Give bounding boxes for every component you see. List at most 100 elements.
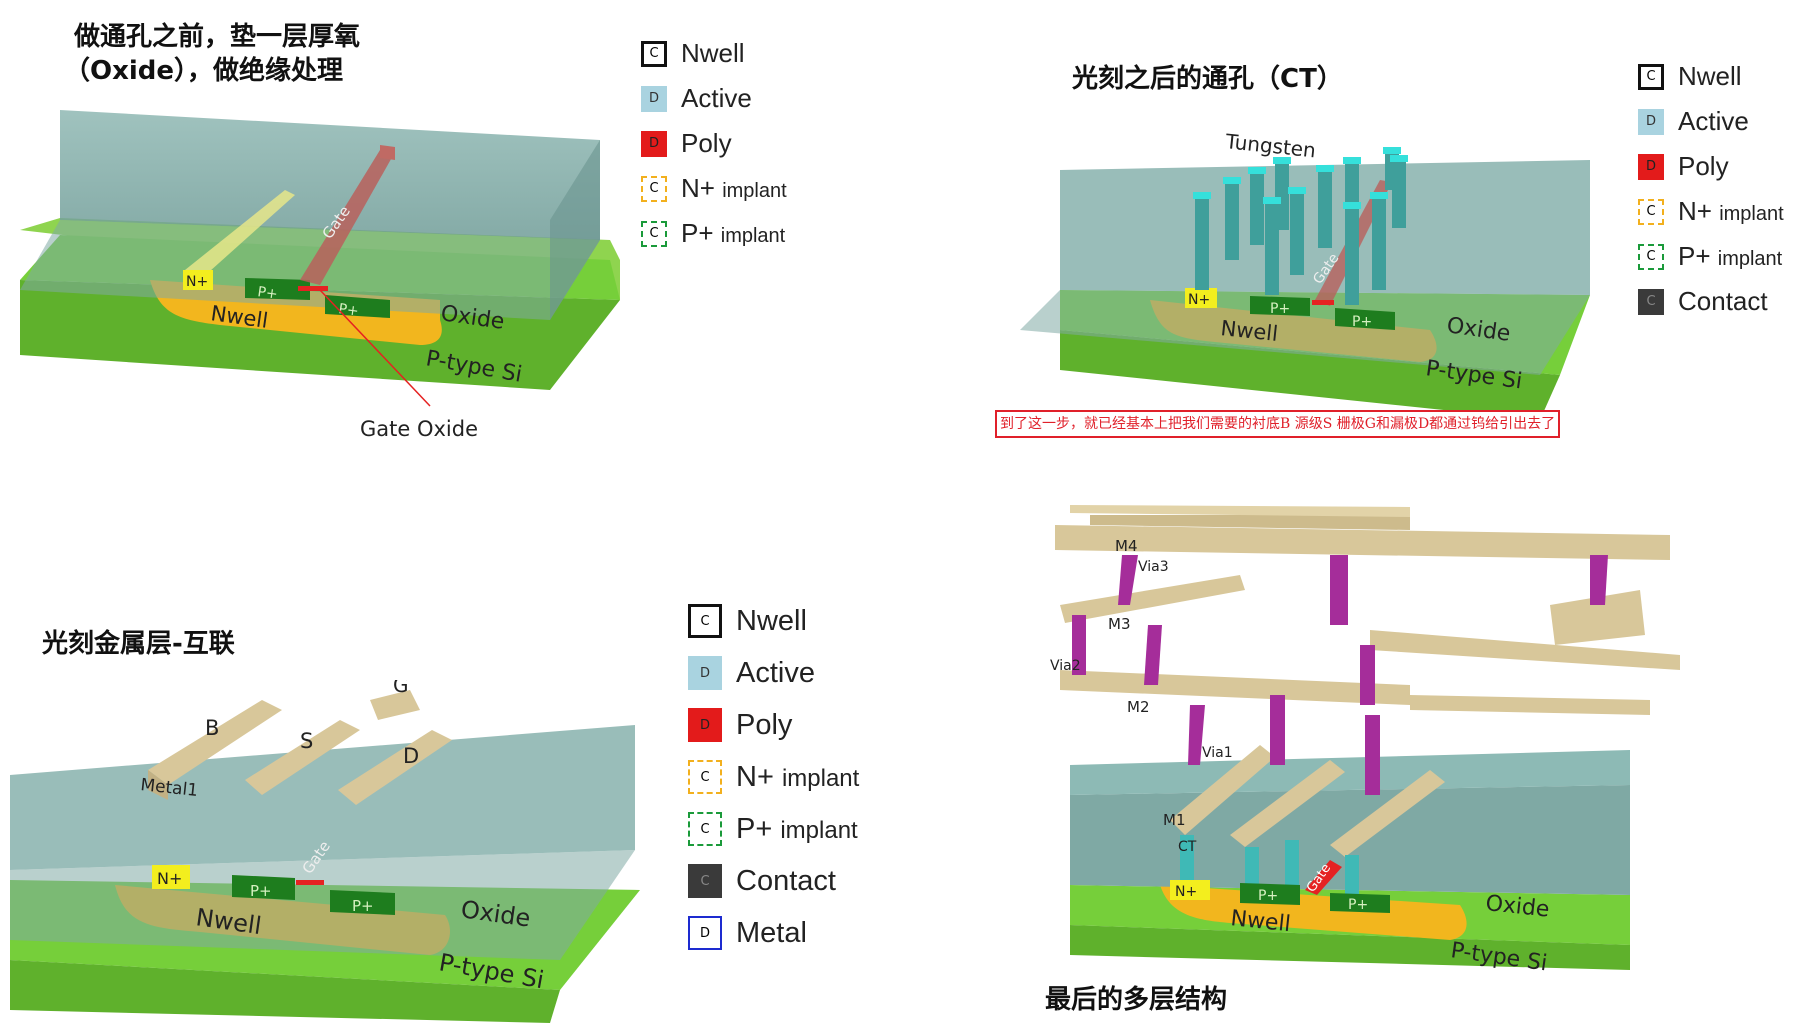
gate-oxide-line (298, 286, 328, 291)
legend-label: Active (736, 656, 815, 689)
panel2-diagram: N+ P+ P+ Gate Tungsten Nwell Oxide P-typ… (1020, 129, 1590, 420)
legend-item-pplus: C P+ implant (641, 211, 787, 256)
via2-label: Via2 (1050, 658, 1081, 674)
panel2-title: 光刻之后的通孔（CT） (1072, 64, 1343, 94)
metal1-bars (148, 690, 452, 805)
m3-label: M3 (1108, 615, 1131, 633)
metal-swatch: D (688, 916, 722, 950)
pplus-right (1330, 893, 1390, 913)
contact-swatch: C (1638, 288, 1664, 315)
poly-swatch: D (641, 130, 667, 157)
m1-label: M1 (1163, 811, 1186, 829)
via (1360, 645, 1375, 705)
tungsten-label: Tungsten (1223, 129, 1316, 162)
legend-label: P+ implant (736, 812, 858, 845)
legend-label: Active (681, 83, 752, 113)
panel1-diagram: N+ P+ P+ Gate Nwell Oxide P-type Si Gate… (20, 110, 620, 441)
g-label: G (393, 680, 409, 697)
legend-item-nwell: C Nwell (688, 595, 859, 647)
pplus-right (1335, 308, 1395, 330)
panel4-title: 最后的多层结构 (1045, 985, 1228, 1015)
metal-bar-d (338, 730, 452, 805)
panel3-diagram: N+ P+ P+ Gate B S D G Metal1 Nwell Oxide… (10, 680, 640, 1023)
legend-label: N+ implant (1678, 196, 1784, 226)
poly-swatch: D (688, 708, 722, 742)
legend-item-active: D Active (641, 76, 787, 121)
legend-label: Poly (681, 128, 732, 158)
legend-label: Metal (736, 916, 807, 949)
nplus-swatch: C (1638, 198, 1664, 225)
legend-label: Nwell (736, 604, 807, 637)
nwell-swatch: C (688, 604, 722, 638)
gate-oxide-label: Gate Oxide (360, 417, 478, 441)
contact-pillar (1225, 180, 1239, 260)
m4-layer (1055, 525, 1670, 560)
panel4-diagram: N+ P+ P+ Gate M4 Via3 M3 Via2 M2 Via1 M1… (1050, 505, 1680, 976)
contact-pillar (1265, 200, 1279, 295)
pplus-left-label: P+ (250, 882, 272, 900)
legend-label: N+ implant (736, 760, 860, 793)
active-swatch: D (688, 656, 722, 690)
tungsten-caps (1193, 147, 1408, 209)
legend-item-nwell: C Nwell (1638, 54, 1784, 99)
pplus-left-label: P+ (1270, 301, 1290, 317)
pplus-left (1240, 883, 1300, 905)
legend-label: N+ implant (681, 173, 787, 203)
d-label: D (403, 744, 419, 768)
via3-label: Via3 (1138, 559, 1169, 575)
legend-label: Nwell (1678, 61, 1742, 91)
via (1144, 625, 1162, 685)
m4-label: M4 (1115, 537, 1138, 555)
contact-pillar (1345, 205, 1359, 305)
nwell-region (1160, 885, 1467, 940)
pplus-right-label: P+ (337, 301, 359, 320)
panel1-title-line1: 做通孔之前，垫一层厚氧 (74, 22, 361, 52)
via (1590, 555, 1608, 605)
metal-bar-s (245, 720, 360, 795)
legend-label: Contact (736, 864, 836, 897)
s-label: S (300, 729, 313, 753)
contact-pillar (1318, 168, 1332, 248)
nplus-block (1170, 880, 1210, 900)
m3-layer (1060, 575, 1245, 623)
legend-item-pplus: C P+ implant (688, 803, 859, 855)
pplus-swatch: C (641, 220, 667, 247)
b-label: B (205, 716, 219, 740)
nwell-label: Nwell (1219, 316, 1279, 346)
m2-layer (1060, 670, 1410, 705)
via (1330, 555, 1348, 625)
nwell-swatch: C (1638, 63, 1664, 90)
nplus-label: N+ (186, 274, 208, 290)
m1-layer (1170, 745, 1275, 835)
contact-pillar (1250, 170, 1264, 245)
panel1-title-line2: （Oxide），做绝缘处理 (64, 56, 344, 86)
panel2-note: 到了这一步，就已经基本上把我们需要的衬底B 源级S 栅极G和漏极D都通过钨给引出… (995, 410, 1561, 438)
panel1-title: 做通孔之前，垫一层厚氧 （Oxide），做绝缘处理 (64, 20, 361, 88)
legend-label: Poly (736, 708, 793, 741)
m2-label: M2 (1127, 698, 1150, 716)
metal-bar-b (148, 700, 282, 785)
legend-item-poly: D Poly (641, 121, 787, 166)
pplus-swatch: C (688, 812, 722, 846)
legend-item-metal: D Metal (688, 907, 859, 959)
nplus-label: N+ (1188, 292, 1210, 308)
legend-label: Active (1678, 106, 1749, 136)
pplus-left (245, 278, 310, 300)
gate-oxide-pointer (319, 289, 431, 407)
pplus-left-label: P+ (256, 284, 278, 303)
active-swatch: D (641, 85, 667, 112)
via (1072, 615, 1086, 675)
pplus-right-label: P+ (1348, 897, 1368, 913)
metal-bar-g (370, 690, 420, 720)
legend-label: P+ implant (681, 218, 786, 248)
nplus-label: N+ (157, 869, 182, 888)
nplus-block (1185, 288, 1217, 308)
